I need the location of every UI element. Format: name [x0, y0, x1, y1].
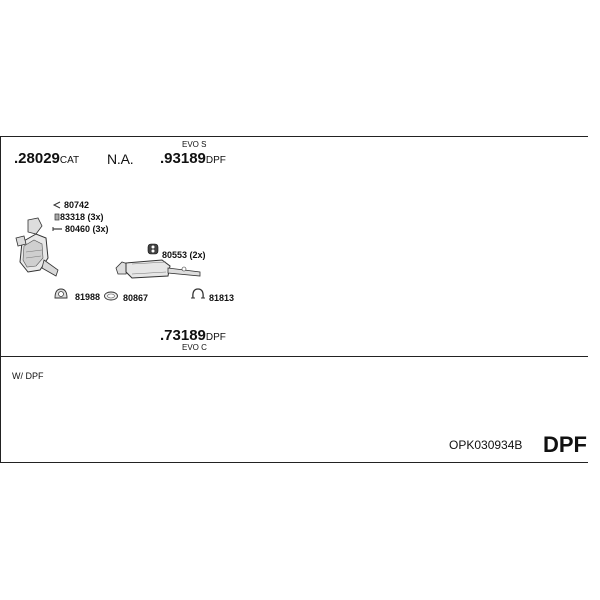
part-93189-label: .93189DPF	[160, 150, 226, 167]
dpf-filter-icon	[115, 259, 201, 279]
part-28029-label: .28029CAT	[14, 150, 80, 167]
catalytic-converter-icon	[15, 217, 59, 277]
kit-code: OPK030934B	[449, 438, 523, 452]
ring-icon	[104, 291, 118, 301]
clamp-code: 81813	[209, 293, 235, 303]
section-divider	[0, 356, 588, 357]
diagram-frame	[0, 136, 588, 463]
part-73189-label: .73189DPF	[160, 327, 226, 344]
gasket-icon	[54, 288, 68, 299]
pipe-clamp-icon	[191, 288, 205, 299]
screw-icon	[52, 227, 62, 231]
clamp-icon	[52, 201, 61, 209]
kit-type-label: DPF	[543, 432, 587, 457]
accessory-code: 83318 (3x)	[60, 212, 104, 222]
evo-c-label: EVO C	[182, 343, 207, 352]
not-available-label: N.A.	[107, 151, 134, 167]
accessory-code: 80460 (3x)	[65, 224, 109, 234]
ring-code: 80867	[123, 293, 149, 303]
bolt-icon	[54, 213, 60, 221]
mount-code: 80553 (2x)	[162, 250, 206, 260]
accessory-code: 80742	[64, 200, 90, 210]
rubber-mount-icon	[147, 243, 159, 255]
with-dpf-note: W/ DPF	[12, 371, 44, 381]
evo-s-label: EVO S	[182, 140, 207, 149]
gasket-code: 81988	[75, 292, 101, 302]
